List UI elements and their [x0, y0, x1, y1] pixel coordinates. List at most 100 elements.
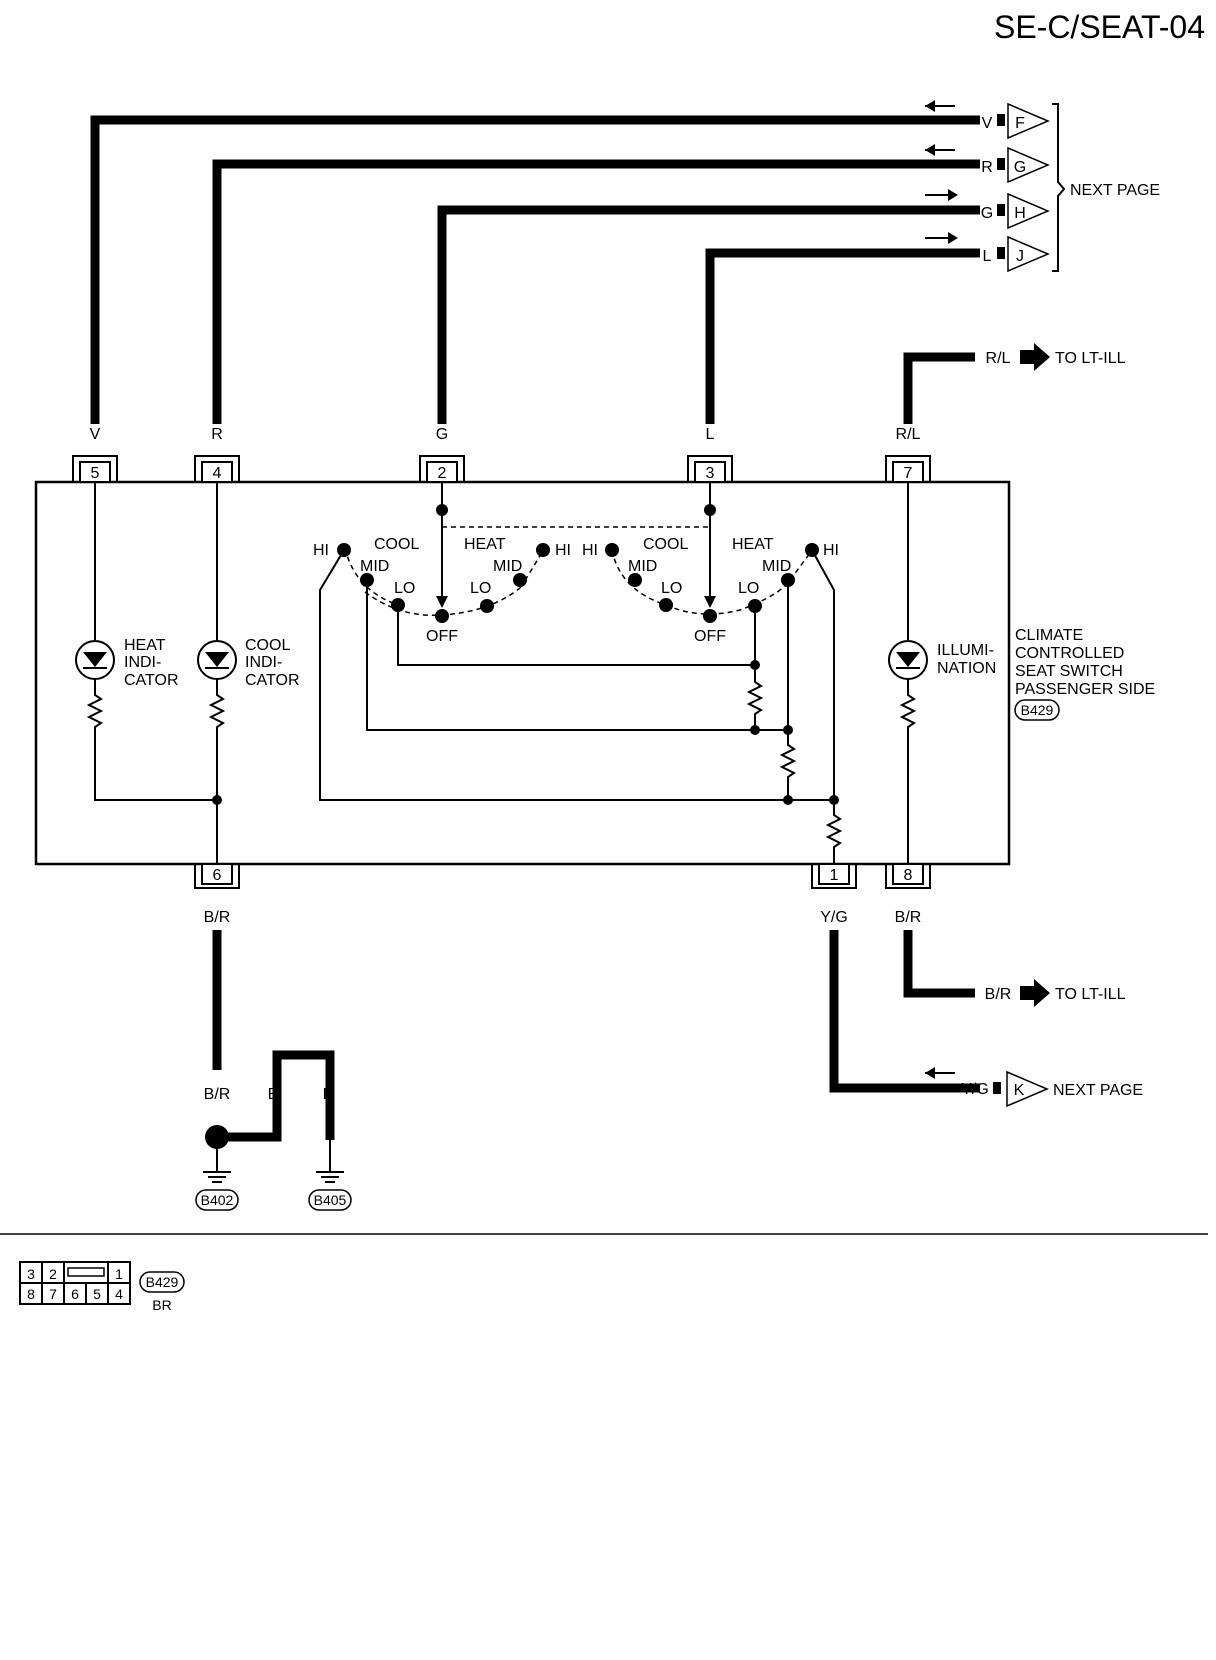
wire-yg	[829, 930, 980, 1093]
direction-arrow-left-k	[925, 1067, 955, 1079]
direction-arrow-left-g	[925, 144, 955, 156]
component-name-1: CLIMATE	[1015, 627, 1083, 644]
to-lt-ill-label-top: TO LT-ILL	[1055, 350, 1126, 367]
switch-left-heat-mid: MID	[493, 558, 522, 575]
svg-text:8: 8	[904, 867, 913, 884]
ground-wire-b1: B	[268, 1086, 279, 1103]
wire-label-l-top: L	[983, 248, 992, 265]
svg-text:B429: B429	[146, 1274, 179, 1290]
page-connector-h: H	[1007, 192, 1050, 230]
svg-text:G: G	[1014, 159, 1026, 176]
wire-label-c8: B/R	[895, 909, 922, 926]
illumination-label-1: ILLUMI-	[937, 642, 994, 659]
wire-v	[90, 115, 980, 424]
svg-text:6: 6	[71, 1286, 79, 1302]
page-connector-g: G	[1007, 146, 1050, 184]
wire-label-c7: R/L	[896, 426, 921, 443]
switch-right-off: OFF	[694, 628, 726, 645]
switch-left-heat: HEAT	[464, 536, 506, 553]
wire-label-r-top: R	[981, 159, 993, 176]
heat-indicator-label-2: INDI-	[124, 654, 161, 671]
switch-right-lo: LO	[661, 580, 682, 597]
svg-text:B405: B405	[314, 1192, 347, 1208]
ground-symbol-b405: B405	[308, 1140, 352, 1211]
connector-pin-4: 4	[194, 455, 240, 483]
to-lt-ill-arrow-top	[1020, 343, 1050, 371]
svg-text:4: 4	[213, 465, 222, 482]
direction-arrow-right-h	[925, 189, 958, 201]
wire-b-ground	[222, 1050, 335, 1142]
wire-g	[437, 205, 980, 424]
wire-label-v-top: V	[982, 115, 993, 132]
wire-label-g-top: G	[981, 205, 993, 222]
switch-right-heat-mid: MID	[762, 558, 791, 575]
svg-text:1: 1	[830, 867, 839, 884]
svg-text:4: 4	[115, 1286, 123, 1302]
switch-right-heat: HEAT	[732, 536, 774, 553]
svg-text:8: 8	[27, 1286, 35, 1302]
wire-label-c4: R	[211, 426, 223, 443]
wire-label-yg-bottom: Y/G	[961, 1081, 989, 1098]
switch-left-lo: LO	[394, 580, 415, 597]
to-lt-ill-arrow-bottom	[1020, 979, 1050, 1007]
wire-rl	[903, 352, 975, 424]
cool-indicator-led	[197, 640, 237, 680]
component-connector-id: B429	[1014, 699, 1060, 721]
svg-text:K: K	[1014, 1082, 1025, 1099]
connector-pin-5: 5	[72, 455, 118, 483]
svg-text:7: 7	[904, 465, 913, 482]
connector-pin-2: 2	[419, 455, 465, 483]
switch-left-cool: COOL	[374, 536, 419, 553]
svg-text:7: 7	[49, 1286, 57, 1302]
svg-text:3: 3	[706, 465, 715, 482]
connector-pin-3: 3	[687, 455, 733, 483]
cool-indicator-label-1: COOL	[245, 637, 290, 654]
svg-text:3: 3	[27, 1266, 35, 1282]
switch-right-cool: COOL	[643, 536, 688, 553]
direction-arrow-right-j	[925, 232, 958, 244]
wire-br-to-lt-ill	[903, 930, 975, 998]
next-page-label-top: NEXT PAGE	[1070, 182, 1160, 199]
page-connector-j: J	[1007, 235, 1050, 273]
wire-label-c6: B/R	[204, 909, 231, 926]
connector-pin-8: 8	[885, 863, 931, 889]
next-page-brace	[1052, 103, 1066, 272]
connector-face-b429: 3 2 1 8 7 6 5 4	[19, 1261, 131, 1305]
direction-arrow-left-f	[925, 100, 955, 112]
connector-pin-1: 1	[811, 863, 857, 889]
cool-indicator-label-3: CATOR	[245, 672, 300, 689]
svg-text:2: 2	[49, 1266, 57, 1282]
ground-wire-b2: B	[323, 1086, 334, 1103]
illumination-label-2: NATION	[937, 660, 996, 677]
svg-text:5: 5	[93, 1286, 101, 1302]
svg-text:5: 5	[91, 465, 100, 482]
page-connector-f: F	[1007, 102, 1050, 140]
svg-text:2: 2	[438, 465, 447, 482]
wire-label-br-bottom: B/R	[985, 986, 1012, 1003]
switch-right-mid: MID	[628, 558, 657, 575]
ground-splice	[205, 1125, 229, 1149]
switch-right-heat-hi: HI	[823, 542, 839, 559]
svg-text:J: J	[1016, 248, 1024, 265]
heat-indicator-label-1: HEAT	[124, 637, 166, 654]
connector-pin-7: 7	[885, 455, 931, 483]
wire-label-c3: L	[706, 426, 715, 443]
switch-right-hi: HI	[582, 542, 598, 559]
connector-face-color: BR	[152, 1297, 171, 1313]
svg-text:B429: B429	[1021, 702, 1054, 718]
wire-label-c5: V	[90, 426, 101, 443]
heat-indicator-label-3: CATOR	[124, 672, 179, 689]
illumination-led	[888, 640, 928, 680]
to-lt-ill-label-bottom: TO LT-ILL	[1055, 986, 1126, 1003]
cool-indicator-label-2: INDI-	[245, 654, 282, 671]
heat-indicator-led	[75, 640, 115, 680]
svg-text:B402: B402	[201, 1192, 234, 1208]
component-name-4: PASSENGER SIDE	[1015, 681, 1155, 698]
ground-symbol-b402: B402	[195, 1149, 239, 1211]
switch-right-heat-lo: LO	[738, 580, 759, 597]
page-connector-k: K	[1006, 1070, 1049, 1108]
connector-face-id: B429 BR	[139, 1271, 185, 1313]
ground-wire-br: B/R	[204, 1086, 231, 1103]
svg-text:F: F	[1015, 115, 1025, 132]
